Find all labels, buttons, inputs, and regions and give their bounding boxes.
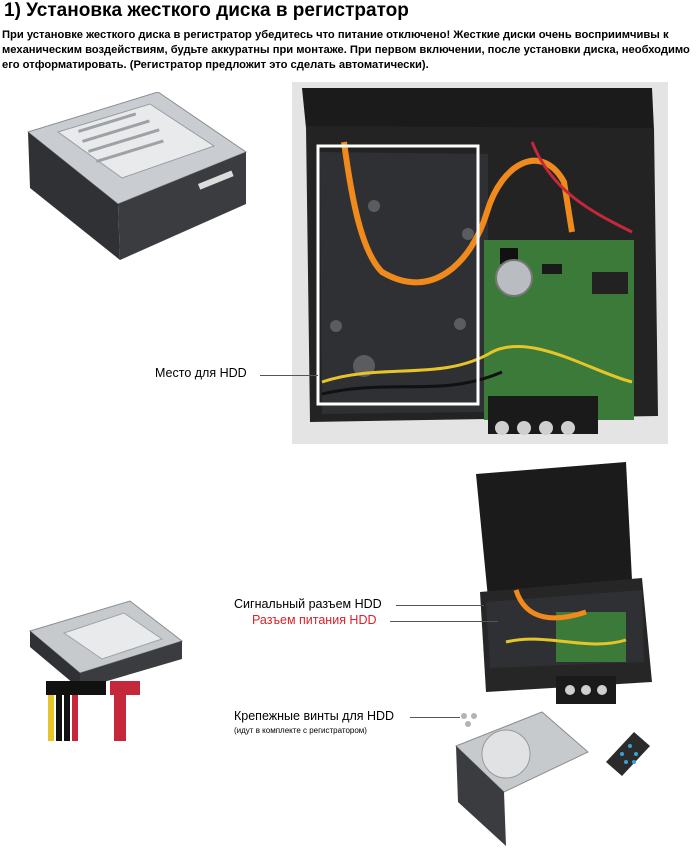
hdd-cables-photo — [28, 600, 184, 741]
callout-signal-connector: Сигнальный разъем HDD — [234, 597, 382, 611]
intro-paragraph: При установке жесткого диска в регистрат… — [2, 29, 690, 71]
page-title: 1) Установка жесткого диска в регистрато… — [4, 0, 409, 21]
leader-line-signal-connector — [396, 605, 484, 606]
leader-line-mount-screws — [410, 717, 460, 718]
callout-mount-screws-note: (идут в комплекте с регистратором) — [234, 726, 367, 735]
hdd-photo — [26, 92, 248, 260]
dvr-assembly-photo — [455, 462, 652, 846]
callout-mount-screws: Крепежные винты для HDD — [234, 709, 395, 723]
leader-line-hdd-place — [260, 375, 318, 376]
callout-power-connector: Разъем питания HDD — [252, 613, 377, 627]
leader-line-power-connector — [390, 621, 498, 622]
dvr-open-photo — [292, 82, 668, 444]
callout-hdd-place: Место для HDD — [155, 366, 247, 380]
